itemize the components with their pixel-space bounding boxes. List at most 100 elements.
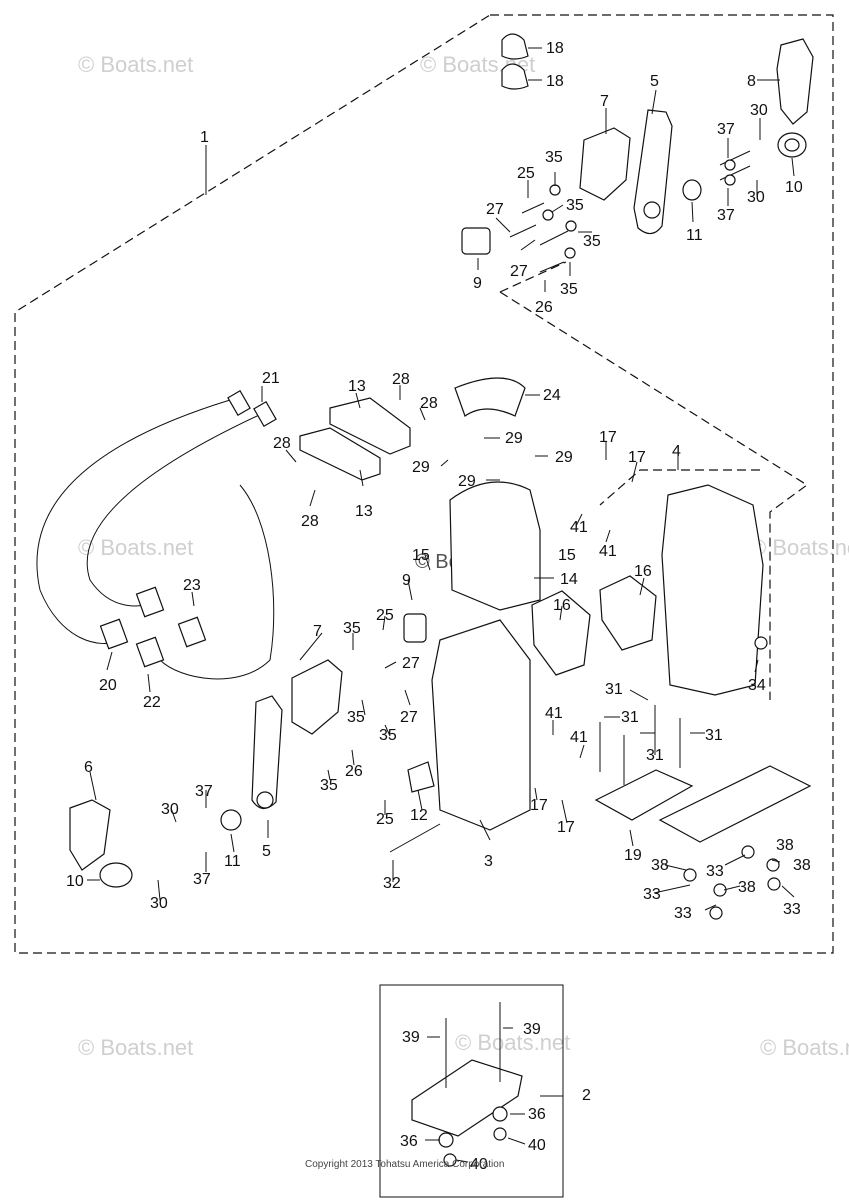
watermark-top-left: © Boats.net [78,52,193,77]
callout-34: 34 [748,677,766,694]
callout-11-mid: 11 [224,853,241,870]
callout-9-top: 9 [473,275,482,292]
copyright-text: Copyright 2013 Tohatsu America Corporati… [305,1159,504,1170]
callout-16-lower: 16 [553,597,571,614]
callout-8: 8 [747,73,756,90]
callout-39-a: 39 [402,1029,420,1046]
callout-10-top: 10 [785,179,803,196]
callout-31-c: 31 [705,727,723,744]
callout-37-d: 37 [193,871,211,888]
callout-11-top: 11 [686,227,703,244]
callout-3: 3 [484,853,493,870]
callout-35-d: 35 [560,281,578,298]
callout-17-b: 17 [628,449,646,466]
watermark-mid-left: © Boats.net [78,535,193,560]
callout-41-d: 41 [570,729,588,746]
callout-37-c: 37 [195,783,213,800]
callout-20: 20 [99,677,117,694]
callout-37-b: 37 [717,207,735,224]
mount-kit-box [379,984,564,1198]
callout-33-b: 33 [643,886,661,903]
callout-18-a: 18 [546,40,564,57]
callout-1: 1 [200,129,209,146]
callout-31-b: 31 [621,709,639,726]
callout-25-top: 25 [517,165,535,182]
callout-39-b: 39 [523,1021,541,1038]
callout-9-mid: 9 [402,572,411,589]
callout-15-left: 15 [412,547,430,564]
callout-10-bottom: 10 [66,873,84,890]
callout-24: 24 [543,387,561,404]
callout-27-b: 27 [510,263,528,280]
callout-30-c: 30 [161,801,179,818]
leader-lines [87,47,795,1163]
callout-35-g: 35 [379,727,397,744]
callout-27-c: 27 [402,655,420,672]
callout-27-a: 27 [486,201,504,218]
callout-35-a: 35 [545,149,563,166]
callout-29-d: 29 [458,473,476,490]
callout-35-b: 35 [566,197,584,214]
callout-33-c: 33 [674,905,692,922]
callout-30-d: 30 [150,895,168,912]
part-shapes [36,33,814,1167]
callout-36-b: 36 [400,1133,418,1150]
callout-13-bottom: 13 [355,503,373,520]
callout-2: 2 [582,1087,591,1104]
watermark-bottom-right: © Boats.net [760,1035,849,1060]
callout-33-a: 33 [706,863,724,880]
callout-35-c: 35 [583,233,601,250]
callout-19: 19 [624,847,642,864]
callout-41-c: 41 [545,705,563,722]
callout-26-top: 26 [535,299,553,316]
callout-17-c: 17 [530,797,548,814]
callout-36-a: 36 [528,1106,546,1123]
callout-30-a: 30 [750,102,768,119]
callout-25-bottom: 25 [376,811,394,828]
callout-13-top: 13 [348,378,366,395]
callout-6: 6 [84,759,93,776]
watermark-bottom-left: © Boats.net [78,1035,193,1060]
callout-38-a: 38 [776,837,794,854]
callout-29-b: 29 [555,449,573,466]
callout-38-b: 38 [651,857,669,874]
callout-31-d: 31 [646,747,664,764]
callout-29-a: 29 [505,430,523,447]
callout-4: 4 [672,443,681,460]
callout-5-top: 5 [650,73,659,90]
watermark-kit: © Boats.net [455,1030,570,1055]
callout-37-a: 37 [717,121,735,138]
callout-28-d: 28 [301,513,319,530]
callout-15-right: 15 [558,547,576,564]
callout-33-d: 33 [783,901,801,918]
callout-26-mid: 26 [345,763,363,780]
callout-40-a: 40 [528,1137,546,1154]
callout-31-a: 31 [605,681,623,698]
callout-7-top: 7 [600,93,609,110]
callout-30-b: 30 [747,189,765,206]
callout-14: 14 [560,571,578,588]
assembly-outline [14,14,834,954]
callout-38-d: 38 [738,879,756,896]
callout-41-a: 41 [570,519,588,536]
callout-40-b: 40 [470,1156,488,1173]
callout-17-d: 17 [557,819,575,836]
callout-21: 21 [262,370,280,387]
callout-35-e: 35 [343,620,361,637]
callout-41-b: 41 [599,543,617,560]
callout-27-d: 27 [400,709,418,726]
callout-labels: 1 2 3 4 5 5 6 7 7 8 9 9 10 10 11 11 12 1… [66,40,811,1173]
callout-18-b: 18 [546,73,564,90]
callout-22: 22 [143,694,161,711]
callout-28-b: 28 [420,395,438,412]
callout-28-c: 28 [273,435,291,452]
callout-32: 32 [383,875,401,892]
watermark-mid-right: © Boats.net [750,535,849,560]
callout-29-c: 29 [412,459,430,476]
callout-7-mid: 7 [313,623,322,640]
callout-38-c: 38 [793,857,811,874]
callout-23: 23 [183,577,201,594]
callout-35-h: 35 [320,777,338,794]
callout-16-upper: 16 [634,563,652,580]
callout-35-f: 35 [347,709,365,726]
